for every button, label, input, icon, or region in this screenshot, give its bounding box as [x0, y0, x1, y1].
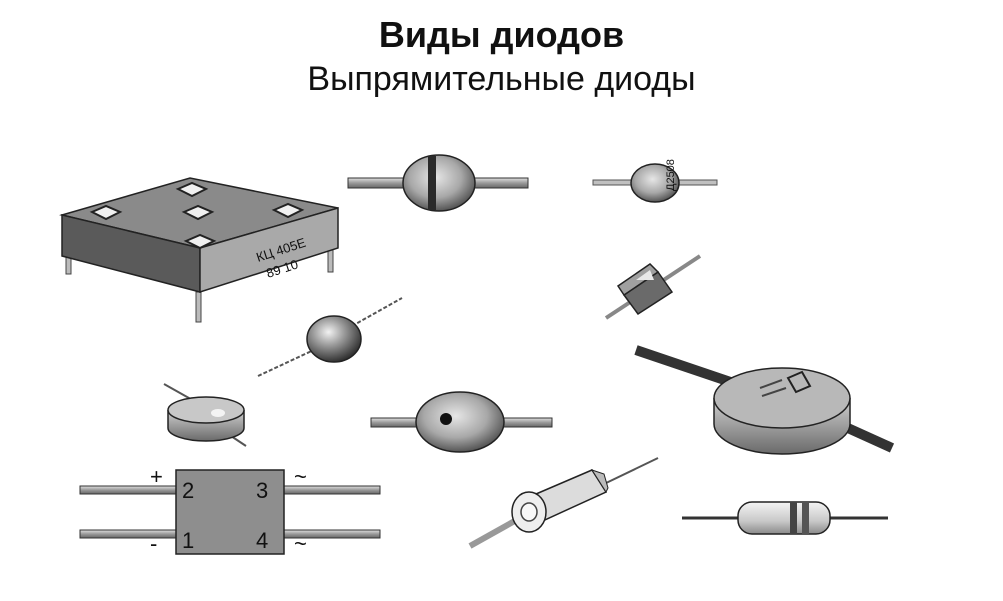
assembly-pin1: 1	[182, 528, 194, 553]
small-diode-marking: Д2508	[665, 159, 677, 191]
assembly-tilde-bottom: ~	[294, 531, 307, 556]
assembly-pin4: 4	[256, 528, 268, 553]
assembly-plus-label: +	[150, 464, 163, 489]
disc-diode-large	[634, 345, 895, 455]
page-subtitle: Выпрямительные диоды	[307, 60, 696, 98]
smd-diode	[604, 254, 702, 320]
diode-assembly: + - ~ ~ 2 1 3 4	[79, 464, 381, 556]
assembly-tilde-top: ~	[294, 464, 307, 489]
bead-diode-banded	[347, 154, 529, 212]
assembly-minus-label: -	[150, 531, 157, 556]
button-diode	[163, 383, 247, 447]
bead-diode-small: Д2508	[592, 159, 718, 203]
ball-diode	[257, 297, 403, 377]
assembly-pin3: 3	[256, 478, 268, 503]
bridge-rectifier: КЦ 405Е 89 10	[59, 177, 339, 323]
glass-cylinder-diode	[468, 457, 659, 549]
axial-diode	[682, 501, 888, 535]
page-title: Виды диодов	[378, 14, 625, 55]
assembly-pin2: 2	[182, 478, 194, 503]
oval-diode-dot	[370, 391, 553, 453]
